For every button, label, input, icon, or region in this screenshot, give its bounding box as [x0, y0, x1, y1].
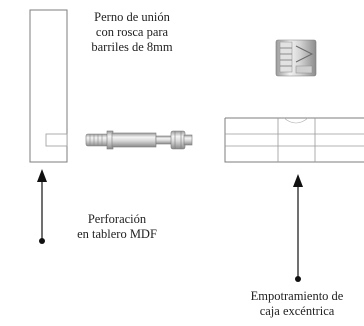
connector-bolt [85, 130, 193, 150]
arrow-hole [37, 169, 47, 244]
arrow-cam [293, 174, 303, 282]
cam-pocket [277, 118, 316, 162]
bolt-label: Perno de unión con rosca para barriles d… [91, 10, 173, 54]
cam-barrel [275, 39, 317, 77]
mdf-board-horizontal [224, 117, 364, 163]
mdf-board-vertical [29, 9, 68, 163]
hole-label: Perforación en tablero MDF [77, 212, 157, 241]
drill-hole [45, 133, 68, 147]
cam-pocket-label: Empotramiento de caja excéntrica [250, 289, 344, 318]
